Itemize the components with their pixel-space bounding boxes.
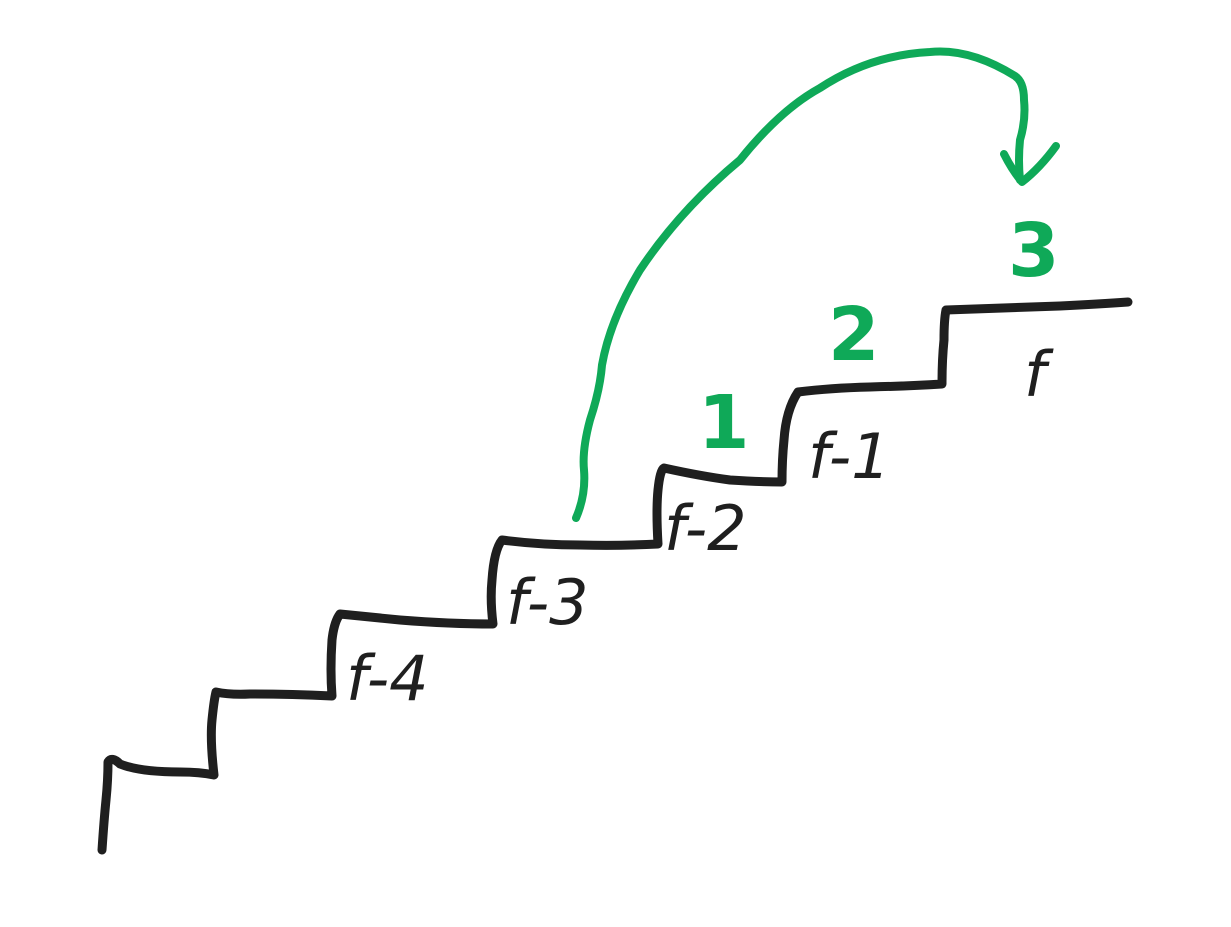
step-label-f-1: f-1 [808,420,891,493]
staircase-outline [97,297,1133,855]
count-label-2: 2 [828,292,880,378]
jump-arrow [572,47,1029,522]
step-label-f-2: f-2 [664,492,747,565]
count-label-1: 1 [698,380,750,466]
count-label-3: 3 [1008,208,1060,294]
jump-arrowhead [1000,142,1060,186]
step-label-f: f [1024,338,1054,411]
step-label-f-4: f-4 [346,642,429,715]
step-label-f-3: f-3 [506,566,589,639]
